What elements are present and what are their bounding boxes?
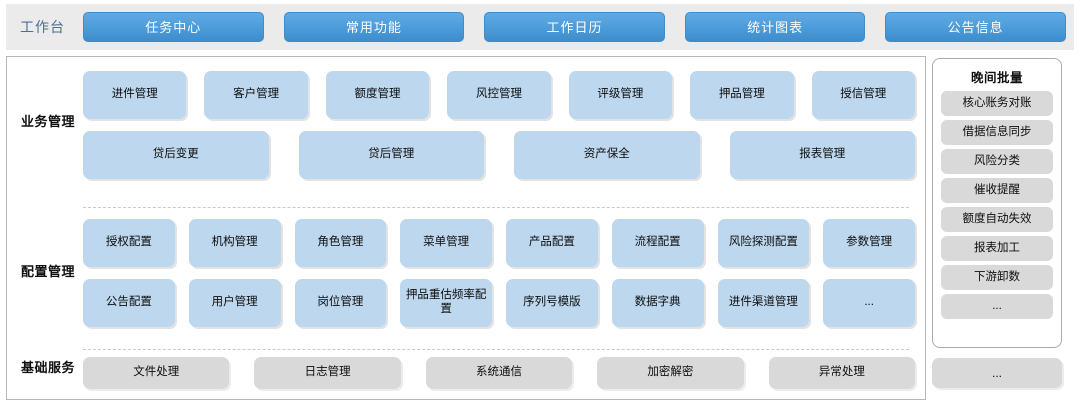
tile-parameter-management[interactable]: 参数管理 bbox=[823, 219, 915, 267]
divider-config-base bbox=[83, 349, 909, 350]
section-label-base-services: 基础服务 bbox=[21, 360, 76, 375]
tile-post-loan-change[interactable]: 贷后变更 bbox=[83, 131, 269, 179]
tile-risk-control-management[interactable]: 风控管理 bbox=[447, 71, 551, 119]
tile-config-more[interactable]: ... bbox=[823, 279, 915, 327]
top-navigation-bar: 工作台 任务中心 常用功能 工作日历 统计图表 公告信息 bbox=[6, 4, 1074, 50]
nav-button-work-calendar[interactable]: 工作日历 bbox=[484, 12, 665, 42]
tile-customer-management[interactable]: 客户管理 bbox=[204, 71, 308, 119]
tile-risk-detection-config[interactable]: 风险探测配置 bbox=[717, 219, 810, 267]
nav-button-common-functions[interactable]: 常用功能 bbox=[283, 12, 465, 42]
tile-position-management[interactable]: 岗位管理 bbox=[294, 279, 387, 327]
tile-report-management[interactable]: 报表管理 bbox=[729, 131, 915, 179]
tile-announcement-config[interactable]: 公告配置 bbox=[83, 279, 175, 327]
tile-menu-management[interactable]: 菜单管理 bbox=[400, 219, 492, 267]
config-row-1: 授权配置 机构管理 角色管理 菜单管理 产品配置 流程配置 风险探测配置 参数管… bbox=[83, 219, 915, 267]
tile-base-services-more[interactable]: ... bbox=[932, 358, 1062, 388]
config-row-2: 公告配置 用户管理 岗位管理 押品重估频率配置 序列号模版 数据字典 进件渠道管… bbox=[83, 279, 915, 327]
nav-button-statistics-charts[interactable]: 统计图表 bbox=[684, 12, 866, 42]
tile-serial-number-template[interactable]: 序列号模版 bbox=[506, 279, 598, 327]
batch-item-loan-note-sync[interactable]: 借据信息同步 bbox=[941, 120, 1053, 145]
top-nav-button-group: 任务中心 常用功能 工作日历 统计图表 公告信息 bbox=[83, 12, 1066, 42]
divider-business-config bbox=[83, 207, 909, 208]
tile-log-management[interactable]: 日志管理 bbox=[254, 357, 401, 389]
tile-encryption-decryption[interactable]: 加密解密 bbox=[597, 357, 744, 389]
batch-item-risk-classification[interactable]: 风险分类 bbox=[941, 149, 1053, 174]
batch-item-downstream-data-unload[interactable]: 下游卸数 bbox=[941, 265, 1053, 290]
tile-credit-limit-management[interactable]: 额度管理 bbox=[325, 71, 430, 119]
section-label-config: 配置管理 bbox=[21, 264, 76, 279]
tile-file-processing[interactable]: 文件处理 bbox=[83, 357, 230, 389]
batch-item-credit-limit-auto-expiry[interactable]: 额度自动失效 bbox=[941, 207, 1053, 232]
tile-exception-handling[interactable]: 异常处理 bbox=[768, 357, 916, 389]
tile-rating-management[interactable]: 评级管理 bbox=[568, 71, 673, 119]
tile-product-config[interactable]: 产品配置 bbox=[506, 219, 598, 267]
module-map-panel: 业务管理 进件管理 客户管理 额度管理 风控管理 评级管理 押品管理 授信管理 … bbox=[6, 56, 926, 400]
section-base-services: 基础服务 文件处理 日志管理 系统通信 加密解密 异常处理 bbox=[7, 349, 925, 399]
tile-post-loan-management[interactable]: 贷后管理 bbox=[298, 131, 484, 179]
tile-authorization-config[interactable]: 授权配置 bbox=[83, 219, 175, 267]
batch-item-core-account-reconciliation[interactable]: 核心账务对账 bbox=[941, 91, 1053, 116]
tile-application-management[interactable]: 进件管理 bbox=[83, 71, 187, 119]
tile-application-channel-management[interactable]: 进件渠道管理 bbox=[717, 279, 810, 327]
workbench-label: 工作台 bbox=[20, 19, 65, 35]
tile-credit-granting-management[interactable]: 授信管理 bbox=[811, 71, 915, 119]
nav-button-announcements[interactable]: 公告信息 bbox=[885, 12, 1066, 42]
section-business-management: 业务管理 进件管理 客户管理 额度管理 风控管理 评级管理 押品管理 授信管理 … bbox=[7, 57, 925, 207]
tile-role-management[interactable]: 角色管理 bbox=[294, 219, 387, 267]
tile-collateral-management[interactable]: 押品管理 bbox=[690, 71, 794, 119]
tile-organization-management[interactable]: 机构管理 bbox=[188, 219, 281, 267]
batch-item-report-processing[interactable]: 报表加工 bbox=[941, 236, 1053, 261]
nav-button-task-center[interactable]: 任务中心 bbox=[83, 12, 264, 42]
base-services-row: 文件处理 日志管理 系统通信 加密解密 异常处理 bbox=[83, 357, 916, 389]
batch-item-collection-reminder[interactable]: 催收提醒 bbox=[941, 178, 1053, 203]
batch-item-more[interactable]: ... bbox=[941, 294, 1053, 319]
section-config-management: 配置管理 授权配置 机构管理 角色管理 菜单管理 产品配置 流程配置 风险探测配… bbox=[7, 207, 925, 349]
section-label-business: 业务管理 bbox=[21, 114, 76, 129]
tile-asset-preservation[interactable]: 资产保全 bbox=[514, 131, 700, 179]
business-row-2: 贷后变更 贷后管理 资产保全 报表管理 bbox=[83, 131, 915, 179]
tile-data-dictionary[interactable]: 数据字典 bbox=[611, 279, 704, 327]
tile-process-config[interactable]: 流程配置 bbox=[611, 219, 704, 267]
business-row-1: 进件管理 客户管理 额度管理 风控管理 评级管理 押品管理 授信管理 bbox=[83, 71, 915, 119]
nightly-batch-title: 晚间批量 bbox=[970, 71, 1023, 85]
tile-system-communication[interactable]: 系统通信 bbox=[425, 357, 573, 389]
tile-collateral-revaluation-frequency-config[interactable]: 押品重估频率配置 bbox=[400, 279, 492, 327]
tile-user-management[interactable]: 用户管理 bbox=[188, 279, 281, 327]
nightly-batch-panel: 晚间批量 核心账务对账 借据信息同步 风险分类 催收提醒 额度自动失效 报表加工… bbox=[932, 58, 1062, 348]
